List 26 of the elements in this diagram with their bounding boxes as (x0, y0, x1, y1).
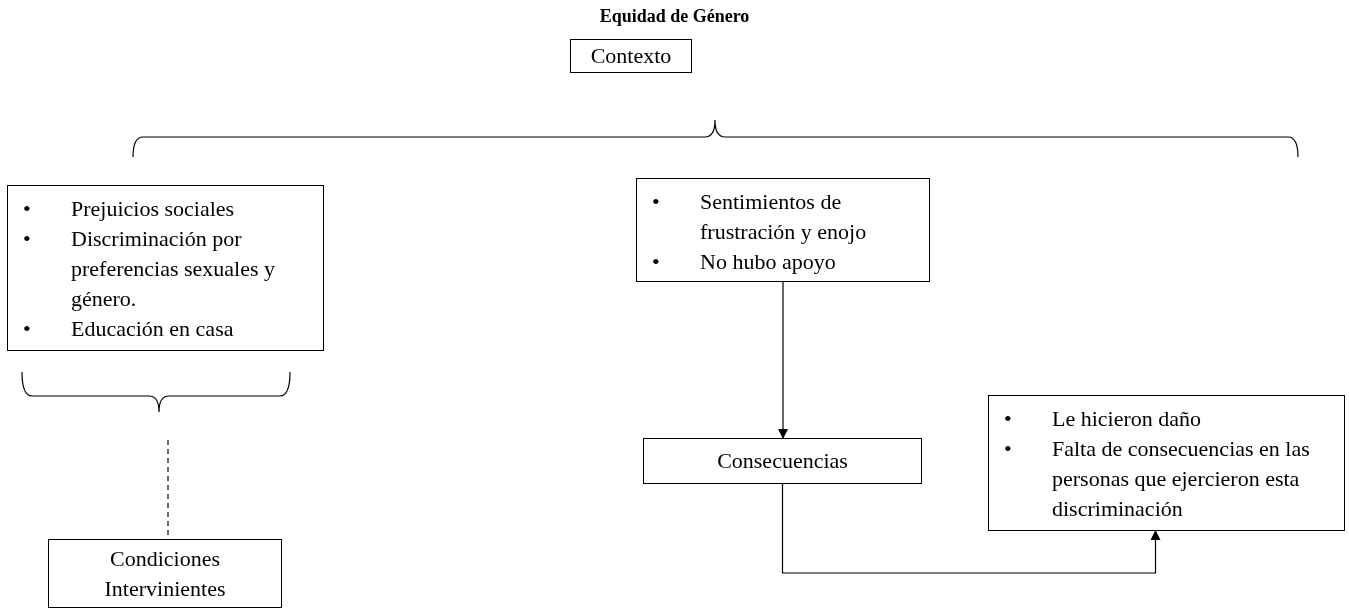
process-box (7, 185, 324, 351)
bullet-mark: • (23, 225, 31, 253)
bullet-mark: • (23, 315, 31, 343)
arrow (778, 281, 788, 439)
process-box (988, 395, 1345, 531)
bullet-mark: • (1004, 405, 1012, 433)
bullet-item: No hubo apoyo (700, 248, 837, 276)
arrow (781, 483, 1161, 574)
process-box (643, 438, 922, 484)
bullet-item: Prejuicios sociales (71, 195, 236, 223)
box-label: Consecuencias (717, 447, 848, 475)
process-box (570, 39, 692, 73)
box-label: Condiciones Intervinientes (103, 544, 227, 603)
bullet-item: Educación en casa (71, 315, 235, 343)
diagram-title: Equidad de Género (598, 6, 751, 27)
bullet-item: Falta de consecuencias en las personas que ejercieron esta discriminación (1052, 435, 1311, 523)
process-box (48, 539, 282, 608)
process-box (636, 178, 930, 282)
bullet-item: Sentimientos de frustración y enojo (700, 188, 868, 246)
box-label: Contexto (590, 42, 672, 70)
bullet-mark: • (23, 195, 31, 223)
bullet-mark: • (652, 188, 660, 216)
bullet-mark: • (652, 248, 660, 276)
bullet-item: Discriminación por preferencias sexuales y género. (71, 225, 276, 313)
bullet-item: Le hicieron daño (1052, 405, 1203, 433)
bullet-mark: • (1004, 435, 1012, 463)
